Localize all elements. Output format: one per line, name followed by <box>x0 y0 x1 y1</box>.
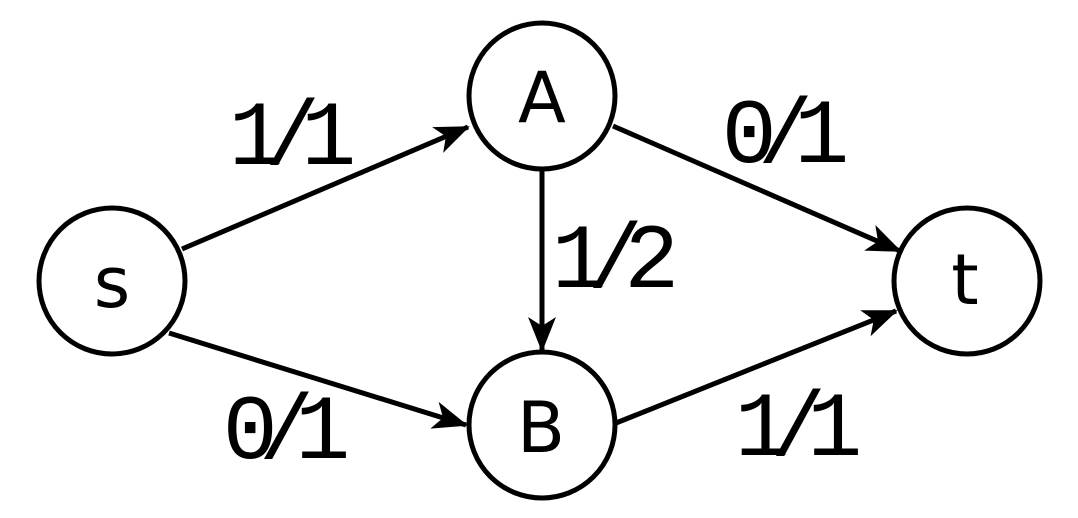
edge-B-t: 1/1 <box>615 308 898 483</box>
node-circle-s <box>36 205 188 357</box>
edge-s-A: 1/1 <box>181 87 470 252</box>
edge-line-B-t <box>615 308 898 426</box>
node-circle-t <box>891 205 1043 357</box>
edge-line-s-A <box>181 124 470 252</box>
nodes: s A B t <box>36 20 1043 501</box>
node-t: t <box>891 205 1043 357</box>
edge-label-B-t: 1/1 <box>735 378 858 483</box>
node-circle-A <box>466 20 618 172</box>
node-s: s <box>36 205 188 357</box>
edge-line-A-t <box>612 123 902 254</box>
node-label-t: t <box>951 239 978 321</box>
node-circle-B <box>466 349 618 501</box>
edge-label-s-A: 1/1 <box>229 87 352 192</box>
edge-A-B: 1/2 <box>528 171 692 352</box>
edge-label-A-B: 1/2 <box>552 210 673 315</box>
edge-label-A-t: 0/1 <box>722 85 845 190</box>
node-label-B: B <box>517 387 565 469</box>
node-label-s: s <box>94 242 130 324</box>
edge-line-s-B <box>168 330 468 429</box>
node-A: A <box>466 20 618 172</box>
edge-label-s-B: 0/1 <box>223 381 346 486</box>
node-label-A: A <box>518 57 566 139</box>
node-B: B <box>466 349 618 501</box>
edge-s-B: 0/1 <box>168 330 468 486</box>
